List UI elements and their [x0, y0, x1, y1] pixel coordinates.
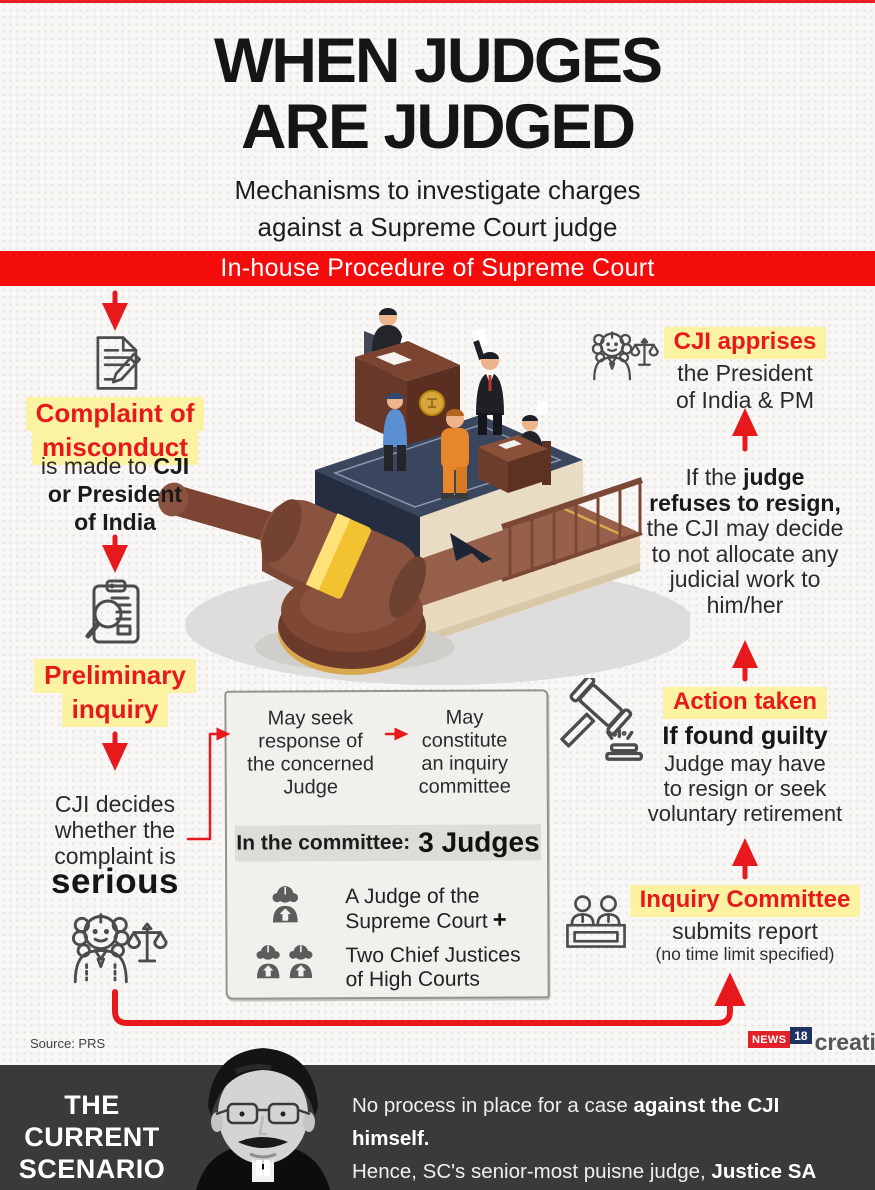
courtroom-scene-graphic: LAW: [158, 308, 695, 685]
title-line1: WHEN JUDGES: [213, 26, 663, 96]
action-body: Judge may have to resign or seek volunta…: [647, 751, 843, 826]
news18-num-box: 18: [790, 1027, 812, 1044]
current-scenario-text: No process in place for a case against t…: [352, 1094, 816, 1183]
plus-sign: +: [492, 906, 507, 934]
judge-scales-icon: [585, 322, 659, 386]
committee-desk-icon: [563, 893, 629, 957]
current-scenario-label: THE CURRENT SCENARIO: [18, 1090, 166, 1184]
lawyer-figure: [472, 328, 504, 435]
document-pencil-icon: [87, 334, 145, 397]
title-line2: ARE JUDGED: [240, 92, 636, 162]
action-heading: Action taken: [628, 687, 862, 719]
news18-creative-logo: NEWS 18 creative: [748, 1027, 875, 1055]
gavel-block-icon: [558, 675, 650, 769]
complaint-heading: Complaint of misconduct: [0, 397, 230, 466]
courtroom-illustration: LAW: [150, 295, 695, 715]
report-heading: Inquiry Committee: [625, 885, 865, 917]
option-constitute-committee: May constitute an inquiry committee: [418, 706, 511, 798]
member-high-courts: Two Chief Justices of High Courts: [345, 943, 521, 992]
decision-text: CJI decides whether the complaint is ser…: [51, 791, 179, 901]
judge-bench-graphic: [355, 308, 460, 445]
judge-scales-icon: [62, 900, 168, 989]
committee-count: 3 Judges: [418, 826, 540, 858]
judge-silhouette-icon: [271, 884, 299, 927]
clerk-desk-graphic: [478, 401, 551, 493]
committee-box: May seek response of the concerned Judge…: [224, 689, 550, 1000]
apprise-body: the President of India & PM: [675, 360, 815, 413]
apprise-heading: CJI apprises: [655, 327, 835, 359]
news18-news-box: NEWS: [748, 1031, 791, 1048]
two-judges-silhouette-icon: [253, 943, 315, 983]
report-body: submits report: [672, 918, 818, 944]
magnifier-clipboard-icon: [82, 578, 148, 653]
news18-creative-text: creative: [814, 1029, 875, 1055]
committee-band: In the committee: 3 Judges: [234, 824, 542, 862]
page-title: WHEN JUDGES ARE JUDGED: [0, 28, 875, 160]
top-red-edge: [0, 0, 875, 3]
banner-label: In-house Procedure of Supreme Court: [220, 254, 655, 282]
page-subtitle: Mechanisms to investigate charges agains…: [234, 175, 641, 242]
railing-graphic: [501, 477, 643, 582]
refusal-text: If the judge refuses to resign, the CJI …: [646, 464, 844, 618]
complaint-body: is made to CJI or President of India: [40, 453, 190, 535]
decision-emphasis: serious: [51, 862, 179, 901]
section-banner: In-house Procedure of Supreme Court: [0, 251, 875, 286]
member-supreme-court: A Judge of the Supreme Court+: [345, 884, 507, 934]
defendant-figure: [441, 409, 469, 499]
preliminary-heading: Preliminary inquiry: [0, 659, 230, 728]
report-note: (no time limit specified): [655, 944, 835, 964]
gavel-graphic: [158, 482, 455, 675]
officer-figure: [383, 393, 407, 471]
justice-bobde-portrait: [176, 1042, 350, 1190]
option-seek-response: May seek response of the concerned Judge: [247, 707, 375, 799]
current-scenario-bar: [0, 1065, 875, 1190]
action-subtitle: If found guilty: [662, 722, 828, 750]
source-credit: Source: PRS: [30, 1036, 106, 1051]
